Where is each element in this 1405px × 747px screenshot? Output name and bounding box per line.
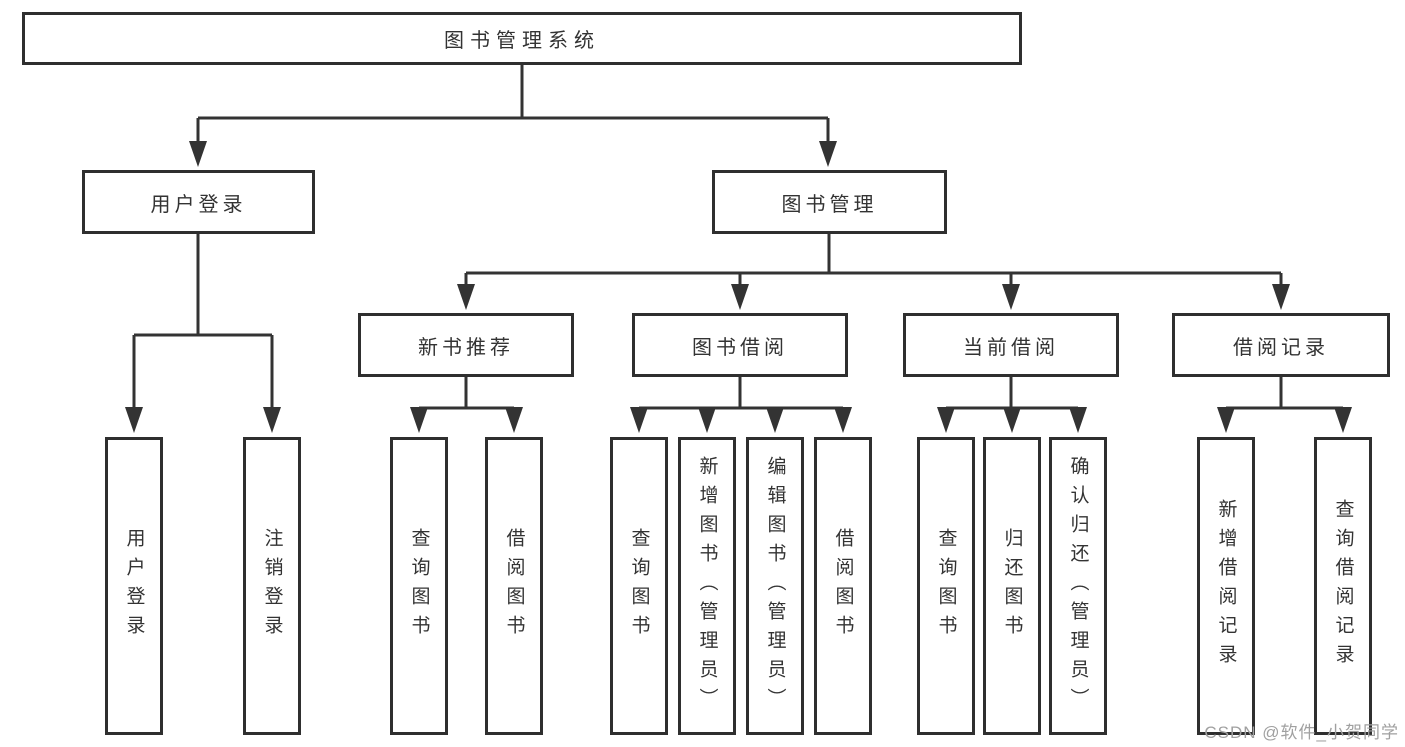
connector-new-book-recommend-children xyxy=(410,377,523,433)
leaf-query-books-recommend: 查询图书 xyxy=(390,437,448,735)
node-borrow-records: 借阅记录 xyxy=(1172,313,1390,377)
leaf-label: 用户登录 xyxy=(123,528,145,644)
leaf-borrow-books-recommend: 借阅图书 xyxy=(485,437,543,735)
arrow-down-icon xyxy=(457,284,475,310)
node-label: 当前借阅 xyxy=(963,336,1059,359)
leaf-label: 编辑图书（管理员） xyxy=(764,455,786,717)
arrow-down-icon xyxy=(1272,284,1290,310)
leaf-label: 确认归还（管理员） xyxy=(1067,455,1089,717)
leaf-label: 借阅图书 xyxy=(503,528,525,644)
node-user-login: 用户登录 xyxy=(82,170,315,234)
leaf-add-book-admin: 新增图书（管理员） xyxy=(678,437,736,735)
arrow-down-icon xyxy=(125,407,143,433)
watermark: CSDN @软件_小贺同学 xyxy=(1204,723,1399,742)
node-label: 图书管理 xyxy=(781,193,878,216)
node-label: 图书管理系统 xyxy=(444,30,600,52)
arrow-down-icon xyxy=(1003,407,1021,433)
leaf-label: 归还图书 xyxy=(1001,528,1023,644)
node-label: 新书推荐 xyxy=(418,336,514,359)
node-label: 用户登录 xyxy=(150,193,247,216)
connector-root-to-level1 xyxy=(189,65,837,167)
connector-current-borrow-children xyxy=(937,377,1087,433)
node-label: 图书借阅 xyxy=(692,336,788,359)
node-book-borrow: 图书借阅 xyxy=(632,313,848,377)
leaf-query-books-borrow: 查询图书 xyxy=(610,437,668,735)
node-new-book-recommend: 新书推荐 xyxy=(358,313,574,377)
arrow-down-icon xyxy=(698,407,716,433)
leaf-label: 新增图书（管理员） xyxy=(696,455,718,717)
leaf-label: 注销登录 xyxy=(261,528,283,644)
leaf-edit-book-admin: 编辑图书（管理员） xyxy=(746,437,804,735)
arrow-down-icon xyxy=(1217,407,1235,433)
leaf-borrow-books: 借阅图书 xyxy=(814,437,872,735)
arrow-down-icon xyxy=(731,284,749,310)
connector-user-login-children xyxy=(125,234,281,433)
arrow-down-icon xyxy=(263,407,281,433)
connector-book-borrow-children xyxy=(630,377,852,433)
leaf-query-borrow-record: 查询借阅记录 xyxy=(1314,437,1372,735)
leaf-label: 查询图书 xyxy=(628,528,650,644)
leaf-logout: 注销登录 xyxy=(243,437,301,735)
arrow-down-icon xyxy=(1069,407,1087,433)
node-label: 借阅记录 xyxy=(1233,336,1329,359)
arrow-down-icon xyxy=(834,407,852,433)
node-current-borrow: 当前借阅 xyxy=(903,313,1119,377)
leaf-query-books-current: 查询图书 xyxy=(917,437,975,735)
leaf-return-books: 归还图书 xyxy=(983,437,1041,735)
leaf-label: 查询图书 xyxy=(408,528,430,644)
leaf-label: 新增借阅记录 xyxy=(1215,499,1237,673)
arrow-down-icon xyxy=(630,407,648,433)
leaf-add-borrow-record: 新增借阅记录 xyxy=(1197,437,1255,735)
leaf-user-login: 用户登录 xyxy=(105,437,163,735)
arrow-down-icon xyxy=(819,141,837,167)
connector-borrow-records-children xyxy=(1217,377,1352,433)
arrow-down-icon xyxy=(1334,407,1352,433)
leaf-label: 查询图书 xyxy=(935,528,957,644)
arrow-down-icon xyxy=(1002,284,1020,310)
leaf-confirm-return-admin: 确认归还（管理员） xyxy=(1049,437,1107,735)
arrow-down-icon xyxy=(766,407,784,433)
leaf-label: 借阅图书 xyxy=(832,528,854,644)
arrow-down-icon xyxy=(410,407,428,433)
leaf-label: 查询借阅记录 xyxy=(1332,499,1354,673)
node-book-management: 图书管理 xyxy=(712,170,947,234)
arrow-down-icon xyxy=(189,141,207,167)
connector-book-management-children xyxy=(457,234,1290,310)
arrow-down-icon xyxy=(937,407,955,433)
node-library-management-system: 图书管理系统 xyxy=(22,12,1022,65)
arrow-down-icon xyxy=(505,407,523,433)
